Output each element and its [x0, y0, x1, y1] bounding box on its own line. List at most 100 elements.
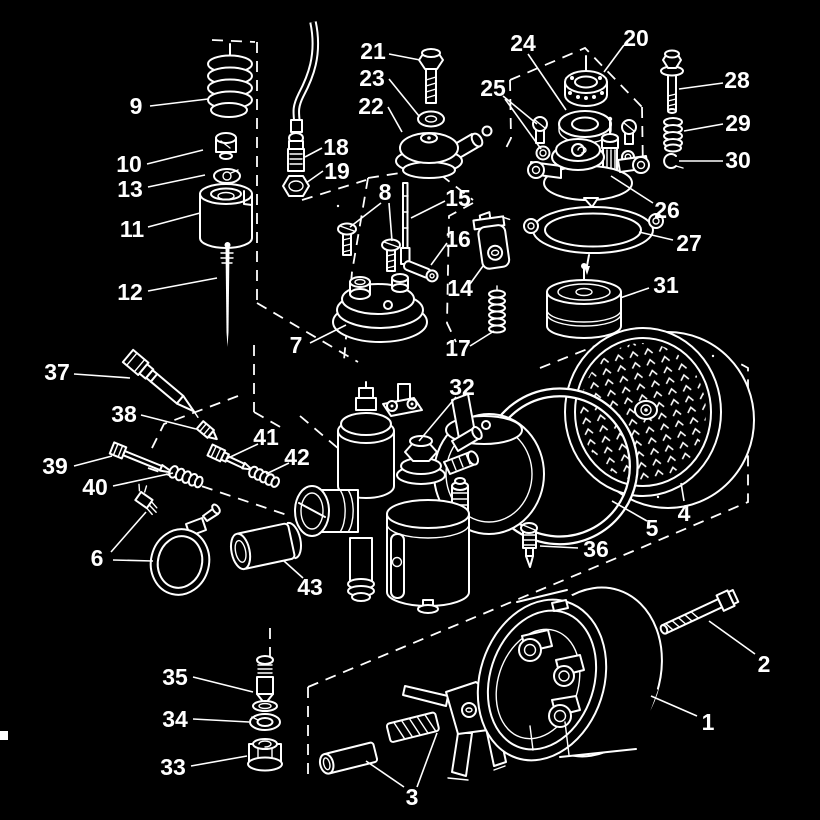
callout-leader-line: [73, 455, 113, 467]
callout-9: 9: [130, 93, 209, 119]
callout-number: 26: [654, 197, 680, 223]
film-specks: [0, 204, 715, 740]
callout-number: 38: [111, 401, 137, 427]
callout-29: 29: [683, 110, 751, 136]
callout-24: 24: [510, 30, 567, 111]
callout-leader-line: [190, 755, 248, 767]
callout-leader-line: [430, 242, 448, 266]
callout-42: 42: [265, 444, 310, 475]
callout-number: 1: [702, 709, 715, 735]
callout-number: 25: [480, 75, 506, 101]
callout-number: 2: [758, 651, 771, 677]
part-40-idle-spring: [168, 465, 204, 489]
callout-30: 30: [679, 147, 751, 173]
part-15-plunger-pin: [400, 182, 411, 265]
callout-31: 31: [619, 272, 679, 299]
part-3-rubber-tube-b: [385, 711, 440, 743]
callout-leader-line: [283, 560, 304, 579]
part-21-cover-bolt: [418, 48, 444, 104]
callout-leader-line: [365, 760, 405, 788]
callout-15: 15: [410, 185, 471, 219]
callout-37: 37: [44, 359, 131, 385]
callout-17: 17: [445, 330, 495, 361]
part-35-fuel-valve: [252, 655, 278, 712]
callout-number: 16: [445, 226, 471, 252]
callout-number: 21: [360, 38, 386, 64]
callout-leader-line: [112, 559, 154, 562]
part-12-jet-needle: [220, 242, 234, 347]
part-43-rubber-sleeve: [230, 521, 302, 571]
part-10-needle-seat: [215, 132, 237, 160]
part-14-anchor-bracket: [472, 211, 511, 270]
part-4-air-filter: [564, 327, 755, 509]
part-13-needle-clip: [213, 168, 241, 184]
callout-4: 4: [678, 482, 691, 526]
callout-8: 8: [349, 179, 393, 242]
callout-number: 11: [120, 216, 145, 242]
callout-23: 23: [359, 65, 420, 117]
callout-number: 27: [676, 230, 702, 256]
callout-27: 27: [638, 230, 702, 256]
callout-12: 12: [117, 277, 218, 305]
callout-number: 37: [44, 359, 70, 385]
callout-26: 26: [610, 175, 680, 223]
part-6-clamp-screw: [134, 483, 158, 516]
callout-1: 1: [650, 695, 715, 735]
callout-35: 35: [162, 664, 254, 693]
callout-2: 2: [708, 620, 771, 677]
overflow-tube: [349, 537, 373, 585]
callout-leader-line: [147, 212, 201, 228]
callout-22: 22: [358, 93, 403, 133]
adjuster-hex: [288, 140, 304, 150]
callout-number: 15: [445, 185, 471, 211]
part-37-mixture-screw: [121, 348, 199, 419]
callout-number: 41: [253, 424, 279, 450]
callout-36: 36: [539, 536, 609, 562]
callout-41: 41: [225, 424, 279, 460]
callout-leader-line: [147, 277, 218, 292]
callout-number: 42: [284, 444, 310, 470]
callout-leader-line: [678, 82, 724, 90]
callout-leader-line: [539, 545, 579, 549]
callout-6: 6: [91, 511, 154, 571]
callout-number: 4: [678, 500, 691, 526]
callout-number: 22: [358, 93, 384, 119]
callout-leader-line: [112, 472, 174, 487]
part-42-adjusting-spring: [248, 465, 281, 488]
callout-number: 9: [130, 93, 143, 119]
part-41-adjusting-screw: [206, 443, 253, 471]
callout-leader-line: [504, 98, 542, 150]
callout-number: 28: [724, 67, 750, 93]
callout-32: 32: [418, 374, 475, 442]
callout-leader-line: [110, 511, 147, 553]
callout-leader-line: [304, 147, 323, 158]
part-20-bearing-cage: [564, 55, 608, 107]
callout-leader-line: [418, 396, 457, 442]
callout-number: 19: [324, 158, 350, 184]
callout-leader-line: [469, 265, 484, 285]
callout-40: 40: [82, 472, 174, 500]
part-30-retaining-clip: [663, 153, 684, 169]
callout-33: 33: [160, 754, 248, 780]
callout-leader-line: [611, 500, 648, 522]
part-32-carburetor-body: [294, 381, 545, 614]
callout-leader-line: [680, 482, 685, 502]
callout-number: 13: [117, 176, 143, 202]
callout-leader-line: [416, 732, 438, 788]
part-33-flange-nut: [247, 738, 283, 772]
callout-leader-line: [309, 324, 347, 344]
callout-16: 16: [430, 226, 471, 266]
callout-25: 25: [480, 75, 542, 150]
part-11-throttle-slide: [199, 183, 253, 249]
callout-number: 8: [379, 179, 392, 205]
callout-leader-line: [73, 373, 131, 379]
callout-number: 32: [449, 374, 475, 400]
callout-number: 39: [42, 453, 68, 479]
callout-leader-line: [149, 98, 209, 107]
callout-leader-line: [225, 443, 259, 460]
callout-leader-line: [708, 620, 756, 655]
callout-13: 13: [117, 174, 206, 202]
callout-21: 21: [360, 38, 421, 64]
part-9-throttle-slide-spring: [207, 43, 253, 118]
callout-number: 35: [162, 664, 188, 690]
